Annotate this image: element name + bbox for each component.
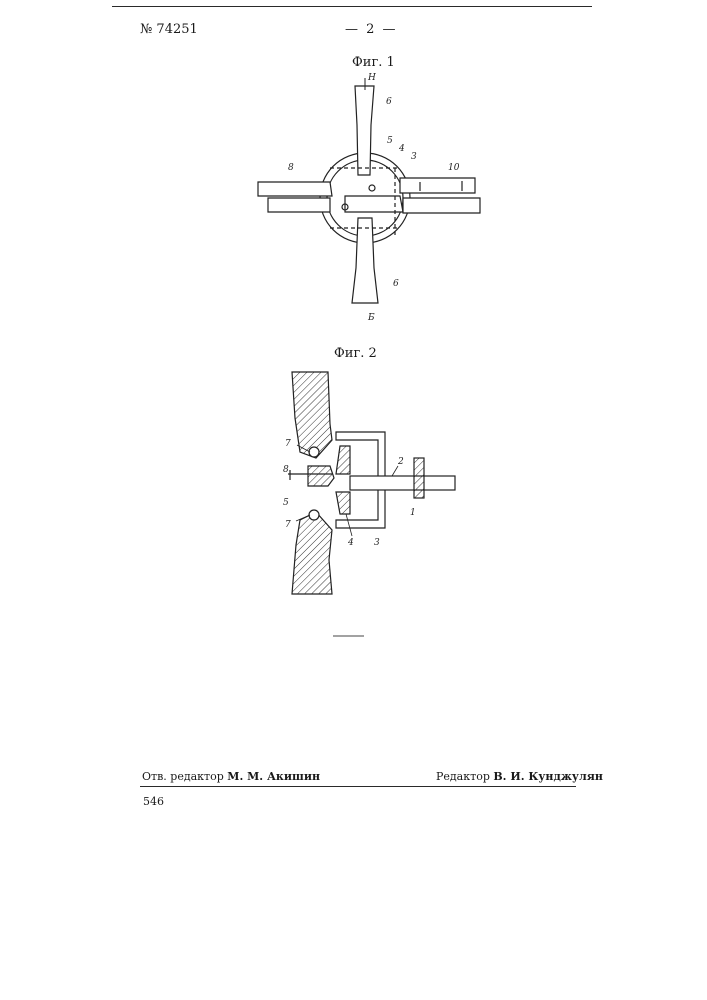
label-8: 8 xyxy=(288,163,294,173)
label-5: 5 xyxy=(387,136,393,146)
label-5-fig2: 5 xyxy=(283,498,289,508)
editor: Редактор В. И. Кунджулян xyxy=(436,770,603,783)
label-1-fig2: 1 xyxy=(410,508,416,518)
wedge-upper xyxy=(336,446,350,474)
left-bar-upper xyxy=(258,182,332,196)
label-8-fig2: 8 xyxy=(283,465,289,475)
label-4-fig2: 4 xyxy=(347,538,354,548)
pin-upper xyxy=(369,185,375,191)
label-2-fig2: 2 xyxy=(397,457,404,467)
lower-blade-6 xyxy=(352,218,378,303)
label-6-lower: 6 xyxy=(393,279,399,289)
right-bar-10 xyxy=(400,178,475,193)
shaft-2 xyxy=(350,476,455,490)
label-10: 10 xyxy=(448,163,460,173)
label-top: Н xyxy=(367,73,376,83)
print-code: 546 xyxy=(143,795,164,808)
label-6-upper: 6 xyxy=(386,97,392,107)
flange-1 xyxy=(414,458,424,498)
label-3: 3 xyxy=(411,152,417,162)
hinge-pin-lower xyxy=(309,510,319,520)
footer-rule xyxy=(140,786,576,787)
responsible-editor-name: М. М. Акишин xyxy=(227,770,320,783)
label-4: 4 xyxy=(398,144,405,154)
centre-bar xyxy=(345,196,403,212)
label-3-fig2: 3 xyxy=(374,538,380,548)
label-7-lower: 7 xyxy=(285,520,291,530)
figure-2-drawing xyxy=(288,372,455,594)
leader-2 xyxy=(392,466,398,476)
left-bar-lower xyxy=(268,198,330,212)
part-5 xyxy=(308,466,334,486)
hinge-pin-upper xyxy=(309,447,319,457)
upper-blade-6 xyxy=(355,86,374,175)
right-bar-lower xyxy=(403,198,480,213)
lower-blade-section xyxy=(292,512,332,594)
editor-name: В. И. Кунджулян xyxy=(493,770,603,783)
label-7-upper: 7 xyxy=(285,439,291,449)
responsible-editor: Отв. редактор М. М. Акишин xyxy=(142,770,320,783)
responsible-editor-role: Отв. редактор xyxy=(142,770,224,783)
label-bottom: Б xyxy=(367,313,375,323)
figure-1-drawing xyxy=(258,78,480,303)
editor-role: Редактор xyxy=(436,770,490,783)
wedge-lower xyxy=(336,492,350,514)
